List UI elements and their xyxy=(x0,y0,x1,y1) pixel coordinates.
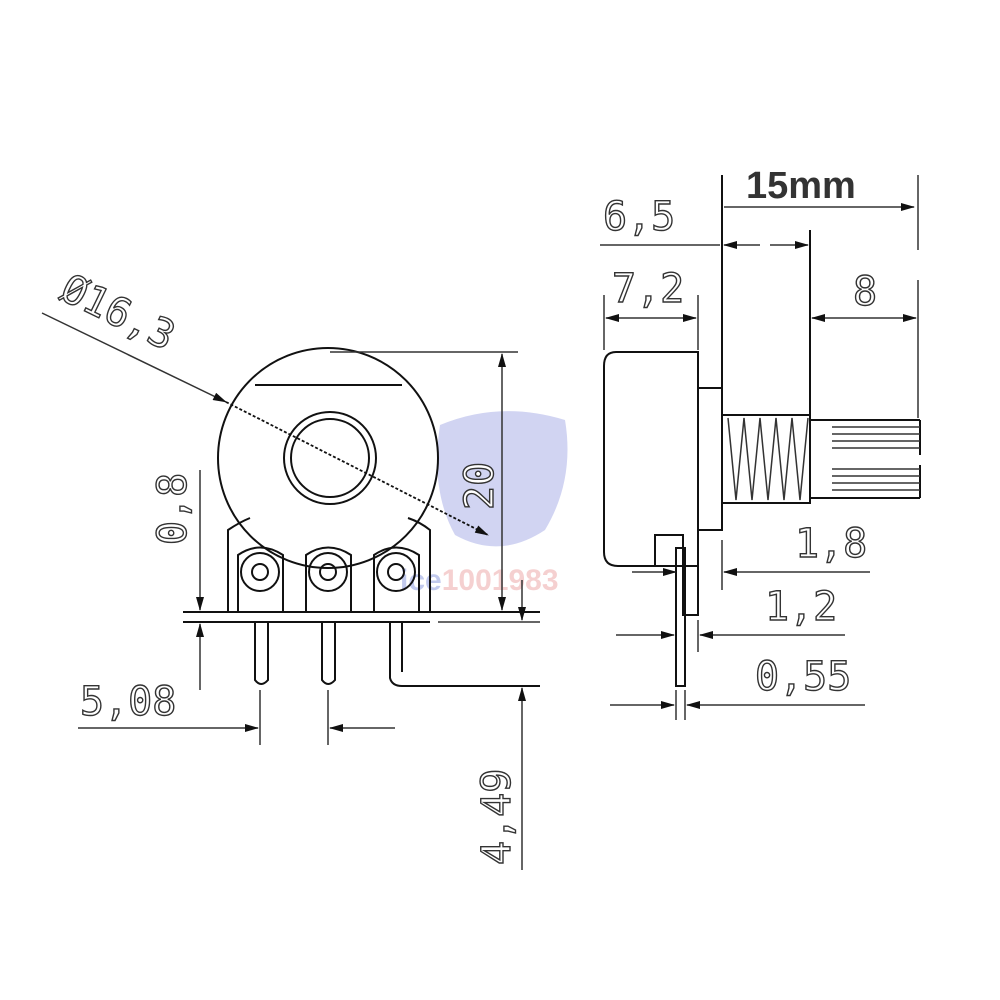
flange xyxy=(697,387,723,531)
diameter-dimension-label: Ø16,3 xyxy=(54,266,182,360)
pin-thickness-dimension-label: 0,55 xyxy=(755,654,851,700)
body-side xyxy=(603,351,699,567)
knurled-shaft xyxy=(810,419,921,499)
threaded-bushing xyxy=(721,414,811,504)
height-dimension-label: 20 xyxy=(457,462,503,510)
flange-dimension-label: 1,8 xyxy=(795,521,867,567)
terminal-lug xyxy=(675,547,686,687)
shaft-dimension-label: 8 xyxy=(853,269,877,315)
body-outline xyxy=(217,347,439,569)
offset-dimension-label: 0,8 xyxy=(150,473,196,545)
pin-offset-dimension-label: 1,2 xyxy=(765,584,837,630)
pin-pitch-dimension-label: 5,08 xyxy=(80,679,176,725)
pins xyxy=(254,622,540,687)
shaft-inner xyxy=(290,418,370,498)
watermark-text: ice1001983 xyxy=(400,564,559,597)
side-view: 15mm 6,5 7,2 8 1,8 1,2 0,55 xyxy=(600,165,921,720)
overall-length-label: 15mm xyxy=(746,165,856,207)
bushing-dimension-label: 6,5 xyxy=(603,194,675,240)
shaft-outer xyxy=(283,411,377,505)
body-depth-dimension-label: 7,2 xyxy=(612,266,684,312)
pin-length-dimension-label: 4,49 xyxy=(474,769,520,865)
terminal-pads xyxy=(237,546,420,612)
